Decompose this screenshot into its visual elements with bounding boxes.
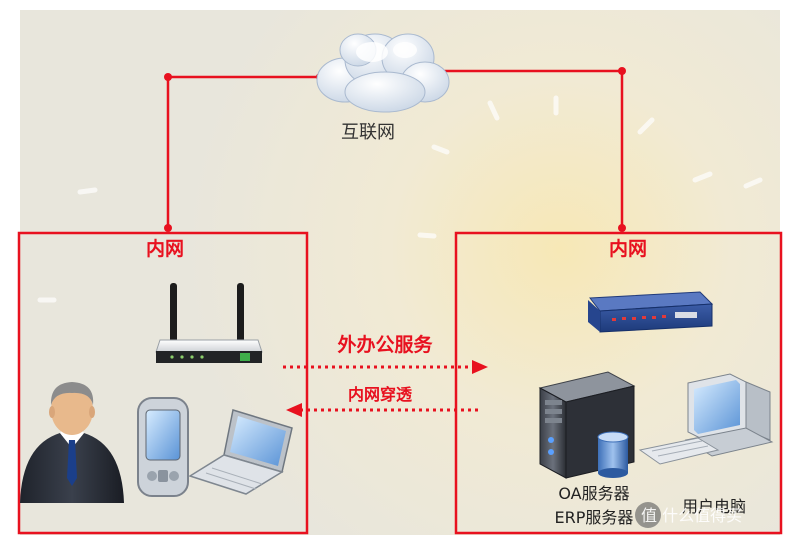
- left-intranet-zone: [17, 231, 309, 535]
- internet-label: 互联网: [341, 122, 395, 143]
- outbound-arrow: [283, 360, 488, 374]
- oa-server-label: OA服务器: [558, 484, 629, 503]
- laptop-icon: [188, 409, 293, 495]
- wireless-router-icon: [155, 283, 263, 363]
- pda-device-icon: [137, 397, 189, 497]
- outbound-service-label: 外办公服务: [337, 333, 433, 356]
- left-zone-label: 内网: [146, 237, 184, 260]
- right-zone-label: 内网: [609, 237, 647, 260]
- network-switch-icon: [588, 291, 714, 333]
- internet-cloud-icon: [316, 33, 450, 113]
- erp-server-label: ERP服务器: [555, 508, 634, 527]
- intranet-penetration-label: 内网穿透: [348, 385, 413, 404]
- watermark-text: 值 什么值得买: [641, 506, 742, 525]
- inbound-arrow: [286, 403, 482, 417]
- database-icon: [597, 431, 629, 478]
- user-pc-label: 用户电脑: [682, 497, 746, 516]
- desktop-computer-icon: [638, 373, 774, 465]
- right-intranet-zone: [454, 231, 783, 535]
- user-person-icon: [20, 382, 124, 503]
- watermark: 值 什么值得买: [635, 502, 742, 528]
